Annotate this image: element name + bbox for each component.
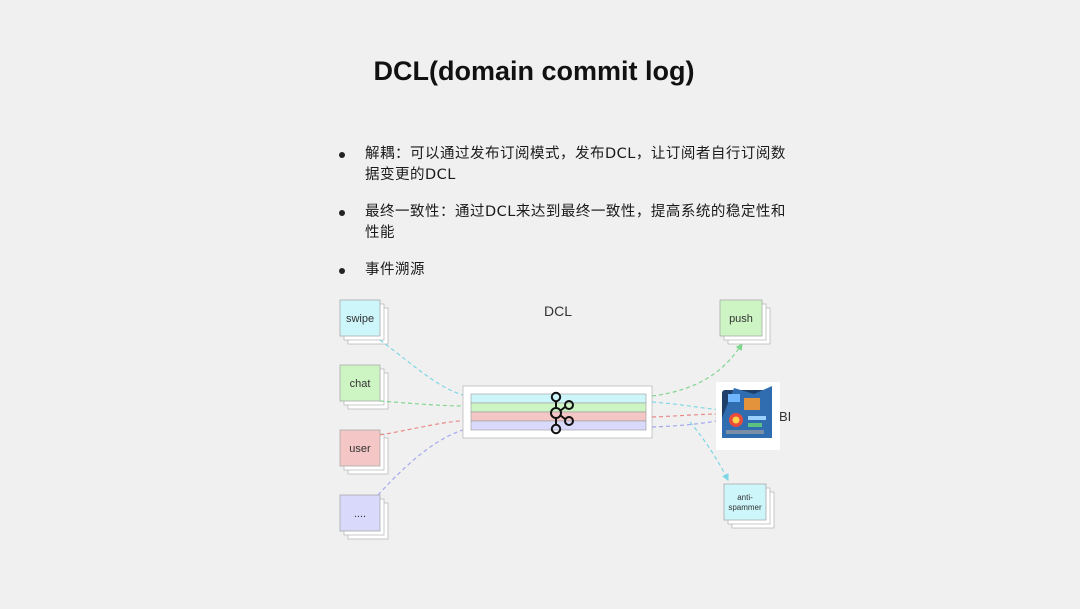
dcl-label: DCL	[544, 303, 572, 319]
producer-node-user: user	[339, 429, 389, 475]
dashboard-image-icon	[722, 386, 772, 438]
consumer-label-push: push	[729, 313, 753, 325]
lane-green	[470, 402, 647, 413]
arrow-more-to-dcl	[377, 425, 472, 496]
arrow-dcl-to-bi-red	[651, 410, 724, 418]
consumer-node-antispammer: anti- spammer	[723, 483, 775, 529]
consumer-label-bi: BI	[779, 409, 791, 424]
bullet-list: 解耦：可以通过发布订阅模式，发布DCL，让订阅者自行订阅数据变更的DCL 最终一…	[337, 144, 787, 297]
arrow-dcl-to-push	[651, 342, 743, 397]
bullet-item-event-sourcing: 事件溯源	[337, 260, 787, 281]
kafka-logo-icon	[550, 391, 574, 435]
arrow-dcl-to-bi-cyan	[651, 401, 724, 414]
consumer-label-antispammer-line2: spammer	[728, 503, 762, 512]
dcl-log-box	[462, 385, 653, 439]
producer-box-more	[339, 494, 381, 532]
consumer-box-push	[719, 299, 763, 337]
producer-node-swipe: swipe	[339, 299, 389, 345]
arrow-chat-to-dcl	[379, 400, 472, 410]
lane-cyan	[470, 393, 647, 404]
producer-box-user	[339, 429, 381, 467]
producer-node-more: ....	[339, 494, 389, 540]
bullet-item-decoupling: 解耦：可以通过发布订阅模式，发布DCL，让订阅者自行订阅数据变更的DCL	[337, 144, 787, 186]
consumer-node-push: push	[719, 299, 771, 345]
producer-box-swipe	[339, 299, 381, 337]
producer-node-chat: chat	[339, 364, 389, 410]
producer-label-more: ....	[354, 508, 366, 520]
slide-title: DCL(domain commit log)	[373, 56, 695, 86]
producer-label-user: user	[349, 443, 371, 455]
arrow-user-to-dcl	[379, 416, 472, 436]
producer-box-chat	[339, 364, 381, 402]
arrow-dcl-to-bi-purple	[651, 417, 724, 428]
producer-label-swipe: swipe	[346, 313, 374, 325]
consumer-box-antispammer	[723, 483, 767, 521]
consumer-label-antispammer-line1: anti-	[737, 493, 753, 502]
dcl-diagram: DCL swipe chat user ....	[339, 299, 791, 540]
arrow-dcl-to-antispammer	[689, 421, 729, 482]
consumer-node-bi: BI	[716, 382, 791, 450]
arrow-swipe-to-dcl	[379, 339, 472, 400]
bullet-item-eventual-consistency: 最终一致性：通过DCL来达到最终一致性，提高系统的稳定性和性能	[337, 202, 787, 244]
producer-label-chat: chat	[350, 378, 371, 390]
